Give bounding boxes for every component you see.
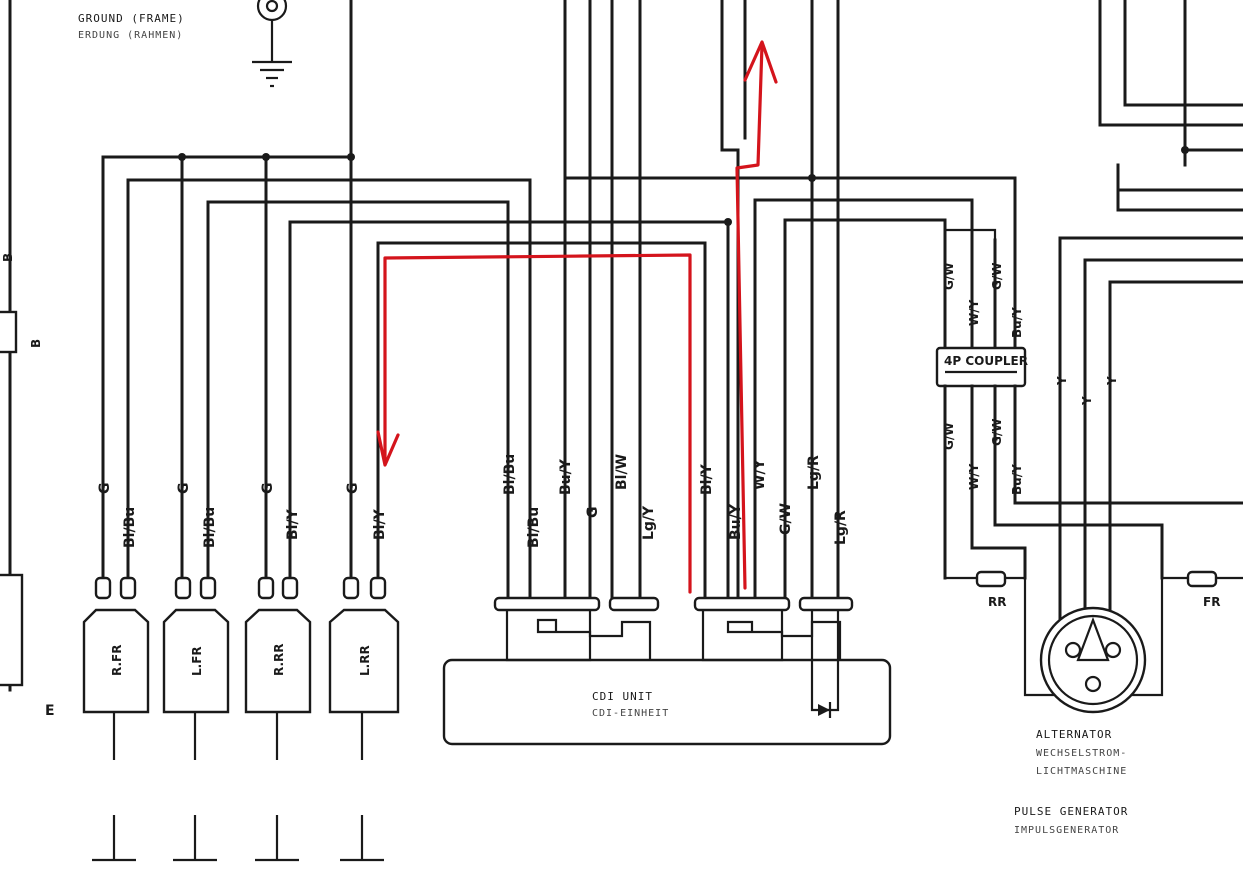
alternator-label-de1: WECHSELSTROM- — [1036, 748, 1127, 759]
fuse-label: B — [29, 339, 43, 348]
coil-l-rr — [328, 576, 400, 862]
coil-4-wire2: Bl/Y — [372, 508, 388, 540]
coil-3-name: R.RR — [272, 643, 286, 676]
cdi-a-wire2: Bl/Bu — [526, 507, 542, 548]
coil-3-wire2: Bl/Y — [285, 508, 301, 540]
ground-symbol — [252, 0, 292, 88]
alt-wire-2: Y — [1080, 396, 1094, 406]
highlight-arrow-up — [743, 40, 778, 84]
coil-1-wire1: G — [97, 483, 113, 495]
coupler-bottom-2: G/W — [990, 419, 1004, 446]
ground-label: GROUND (FRAME) — [78, 12, 185, 25]
left-wire-label: B — [1, 253, 15, 262]
coil-1-name: R.FR — [110, 645, 124, 676]
coil-4-wire1: G — [345, 483, 361, 495]
pulse-generator-label-de: IMPULSGENERATOR — [1014, 825, 1119, 836]
cdi-b-wire2: Bu/Y — [728, 503, 744, 540]
cdi-a-wire6: Lg/Y — [641, 505, 657, 540]
cdi-b-wire6: Lg/R — [833, 510, 849, 545]
ground-label-de: ERDUNG (RAHMEN) — [78, 30, 183, 41]
left-letter-e: E — [45, 703, 55, 719]
pulse-rr-label: RR — [988, 595, 1006, 609]
cdi-b-wire4: G/W — [778, 503, 794, 535]
cdi-label-de: CDI-EINHEIT — [592, 708, 669, 719]
alternator-label-de2: LICHTMASCHINE — [1036, 766, 1127, 777]
coupler-bottom-1: G/W — [942, 423, 956, 450]
coil-2-name: L.FR — [190, 646, 204, 676]
coil-3-wire1: G — [260, 483, 276, 495]
coil-2-wire1: G — [176, 483, 192, 495]
coil-1-wire2: Bl/Bu — [122, 507, 138, 548]
coupler-top-1: G/W — [942, 263, 956, 290]
cdi-a-wire1: Bl/Bu — [502, 454, 518, 495]
coil-r-rr — [244, 576, 312, 862]
coupler-bottom-4: Bu/Y — [1010, 464, 1024, 495]
cdi-b-wire5: Lg/R — [806, 455, 822, 490]
cdi-b-wire1: Bl/Y — [699, 463, 715, 495]
cdi-b-wire3: W/Y — [752, 458, 768, 490]
cdi-a-wire3: Bu/Y — [558, 458, 574, 495]
coupler-top-3: G/W — [990, 263, 1004, 290]
alt-wire-3: Y — [1105, 376, 1119, 386]
coupler-top-2: W/Y — [967, 299, 981, 326]
highlight-path-up — [735, 43, 764, 590]
cdi-a-wire5: Bl/W — [614, 454, 630, 490]
highlight-path-down — [383, 253, 692, 594]
coil-2-wire2: Bl/Bu — [202, 507, 218, 548]
highlight-path — [376, 40, 778, 594]
cdi-a-wire4: G — [585, 507, 601, 519]
cdi-label: CDI UNIT — [592, 690, 653, 703]
alt-wire-1: Y — [1055, 376, 1069, 386]
coupler-label: 4P COUPLER — [944, 354, 1028, 368]
pulse-generator-label: PULSE GENERATOR — [1014, 805, 1128, 818]
coil-r-fr — [82, 576, 150, 862]
coupler-bottom-3: W/Y — [967, 463, 981, 490]
coil-4-name: L.RR — [358, 645, 372, 676]
alternator-label: ALTERNATOR — [1036, 728, 1112, 741]
highlight-arrow-down — [376, 430, 400, 467]
cdi-unit — [442, 658, 892, 746]
coil-l-fr — [162, 576, 230, 862]
pulse-fr-label: FR — [1203, 595, 1220, 609]
coupler-top-4: Bu/Y — [1010, 307, 1024, 338]
4p-coupler — [935, 346, 1027, 388]
